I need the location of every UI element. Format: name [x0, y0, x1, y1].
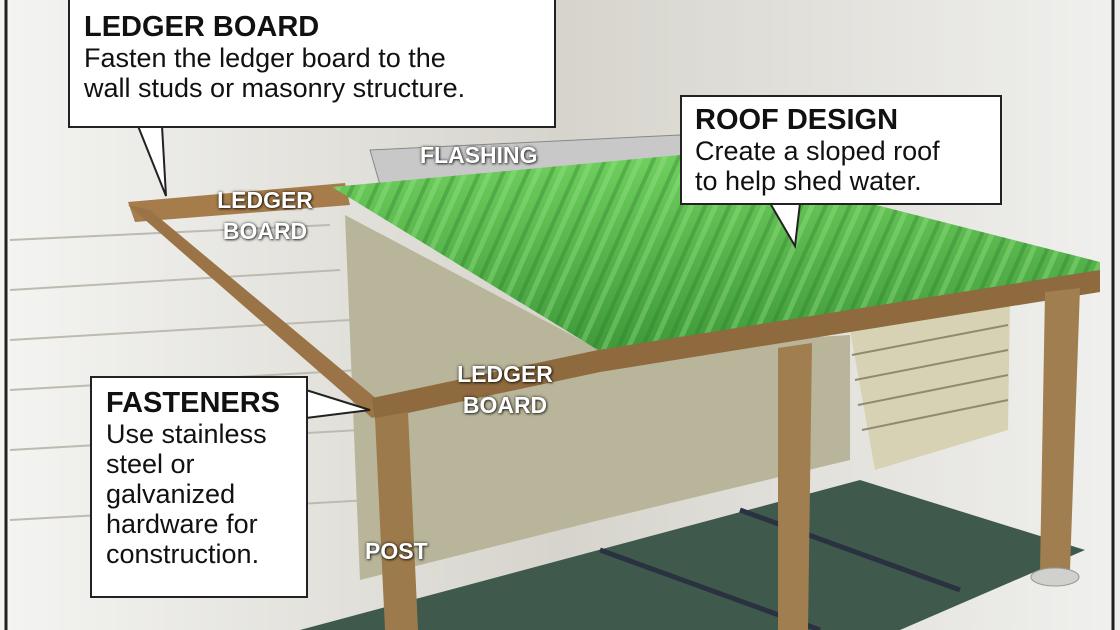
post-label: POST: [365, 538, 428, 564]
concrete-floor: [300, 480, 1085, 630]
ledger-board-callout: LEDGER BOARD Fasten the ledger board to …: [68, 0, 556, 128]
post-middle: [778, 343, 812, 630]
post-left: [375, 412, 418, 630]
ledger-board-front-label: LEDGER BOARD: [440, 359, 570, 421]
ledger-board-back: [128, 183, 350, 222]
roof-design-callout: ROOF DESIGN Create a sloped roof to help…: [680, 95, 1002, 205]
callout-text: Use stainless: [106, 419, 267, 449]
callout-text: Create a sloped roof: [695, 136, 940, 166]
callout-text: galvanized: [106, 479, 236, 509]
label-line: BOARD: [222, 218, 308, 244]
callout-text: hardware for: [106, 509, 258, 539]
label-line: LEDGER: [217, 187, 313, 213]
back-wall-shadow: [345, 215, 850, 580]
ledger-board-front: [372, 270, 1100, 420]
callout-text: steel or: [106, 449, 195, 479]
callout-text: Fasten the ledger board to the: [84, 43, 446, 73]
label-line: LEDGER: [457, 361, 553, 387]
label-line: BOARD: [462, 392, 548, 418]
post-right: [1040, 288, 1080, 572]
callout-title: LEDGER BOARD: [84, 11, 320, 43]
ledger-board-back-label: LEDGER BOARD: [200, 185, 330, 247]
side-beam: [128, 205, 390, 418]
callout-text: wall studs or masonry structure.: [84, 73, 466, 103]
fasteners-callout: FASTENERS Use stainless steel or galvani…: [90, 376, 308, 598]
post-footing: [1030, 567, 1080, 587]
right-siding-panel: [850, 300, 1010, 470]
flashing-label: FLASHING: [420, 142, 538, 168]
callout-title: FASTENERS: [106, 387, 281, 419]
callout-text: to help shed water.: [695, 166, 922, 196]
callout-text: construction.: [106, 539, 260, 569]
callout-title: ROOF DESIGN: [695, 104, 899, 136]
